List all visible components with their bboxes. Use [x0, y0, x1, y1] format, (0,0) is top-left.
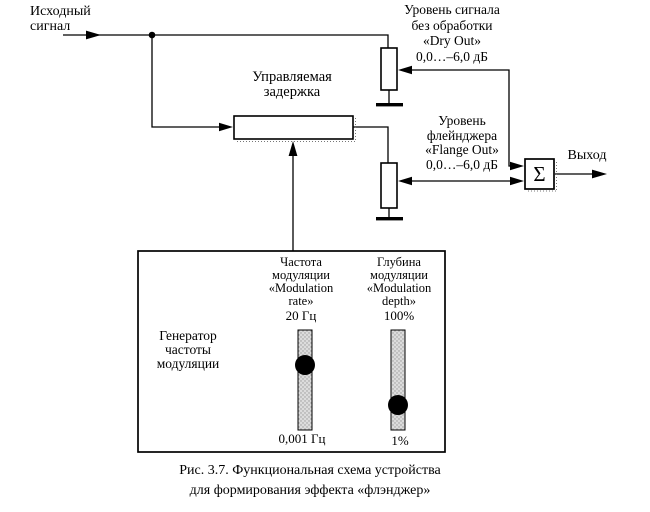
input-wire: [63, 34, 389, 49]
rate-slider-track: [297, 329, 313, 431]
flange-pot-wiper-arrowhead: [398, 176, 412, 186]
dry-pot-ground-bar: [376, 103, 403, 107]
modulation-depth-max-value: 100%: [383, 308, 415, 323]
flange-level-label: Уровень флейнджера «Flange Out» 0,0…–6,0…: [425, 113, 499, 172]
dry-pot-wiper-arrowhead: [398, 65, 412, 75]
delay-in-arrowhead: [219, 122, 233, 132]
modulation-depth-title: Глубина модуляции «Modulation depth»: [366, 255, 432, 308]
modulation-depth-min-value: 1%: [391, 433, 409, 448]
dry-level-label: Уровень сигнала без обработки «Dry Out» …: [404, 2, 500, 64]
modulation-rate-max-value: 20 Гц: [285, 308, 317, 323]
summer-top-in-arrowhead: [510, 161, 524, 171]
summer-box-shadow: [528, 162, 557, 192]
lfo-generator-label: Генератор частоты модуляции: [156, 328, 220, 371]
summer-bottom-in-arrowhead: [510, 176, 524, 186]
wire-junction-dot: [148, 31, 156, 39]
figure-caption: Рис. 3.7. Функциональная схема устройств…: [179, 463, 441, 498]
delay-block-box: [233, 115, 354, 140]
summer-box: [524, 158, 555, 190]
rate-slider-knob: [295, 355, 315, 375]
summer-sigma-symbol: Σ: [533, 161, 546, 186]
input-arrowhead: [86, 30, 101, 40]
branch-to-delay-wire: [151, 35, 221, 128]
modulation-rate-min-value: 0,001 Гц: [278, 431, 326, 446]
output-arrowhead: [592, 169, 607, 179]
output-label: Выход: [567, 148, 607, 163]
flange-pot-ground-bar: [376, 217, 403, 221]
delay-block-label: Управляемая задержка: [252, 69, 332, 100]
delay-to-flange-pot-wire: [353, 126, 389, 164]
input-signal-label: Исходный сигнал: [30, 4, 91, 34]
depth-slider-knob: [388, 395, 408, 415]
control-up-arrowhead: [288, 141, 298, 156]
delay-block-shadow: [237, 118, 356, 142]
modulation-rate-title: Частота модуляции «Modulation rate»: [268, 255, 334, 308]
